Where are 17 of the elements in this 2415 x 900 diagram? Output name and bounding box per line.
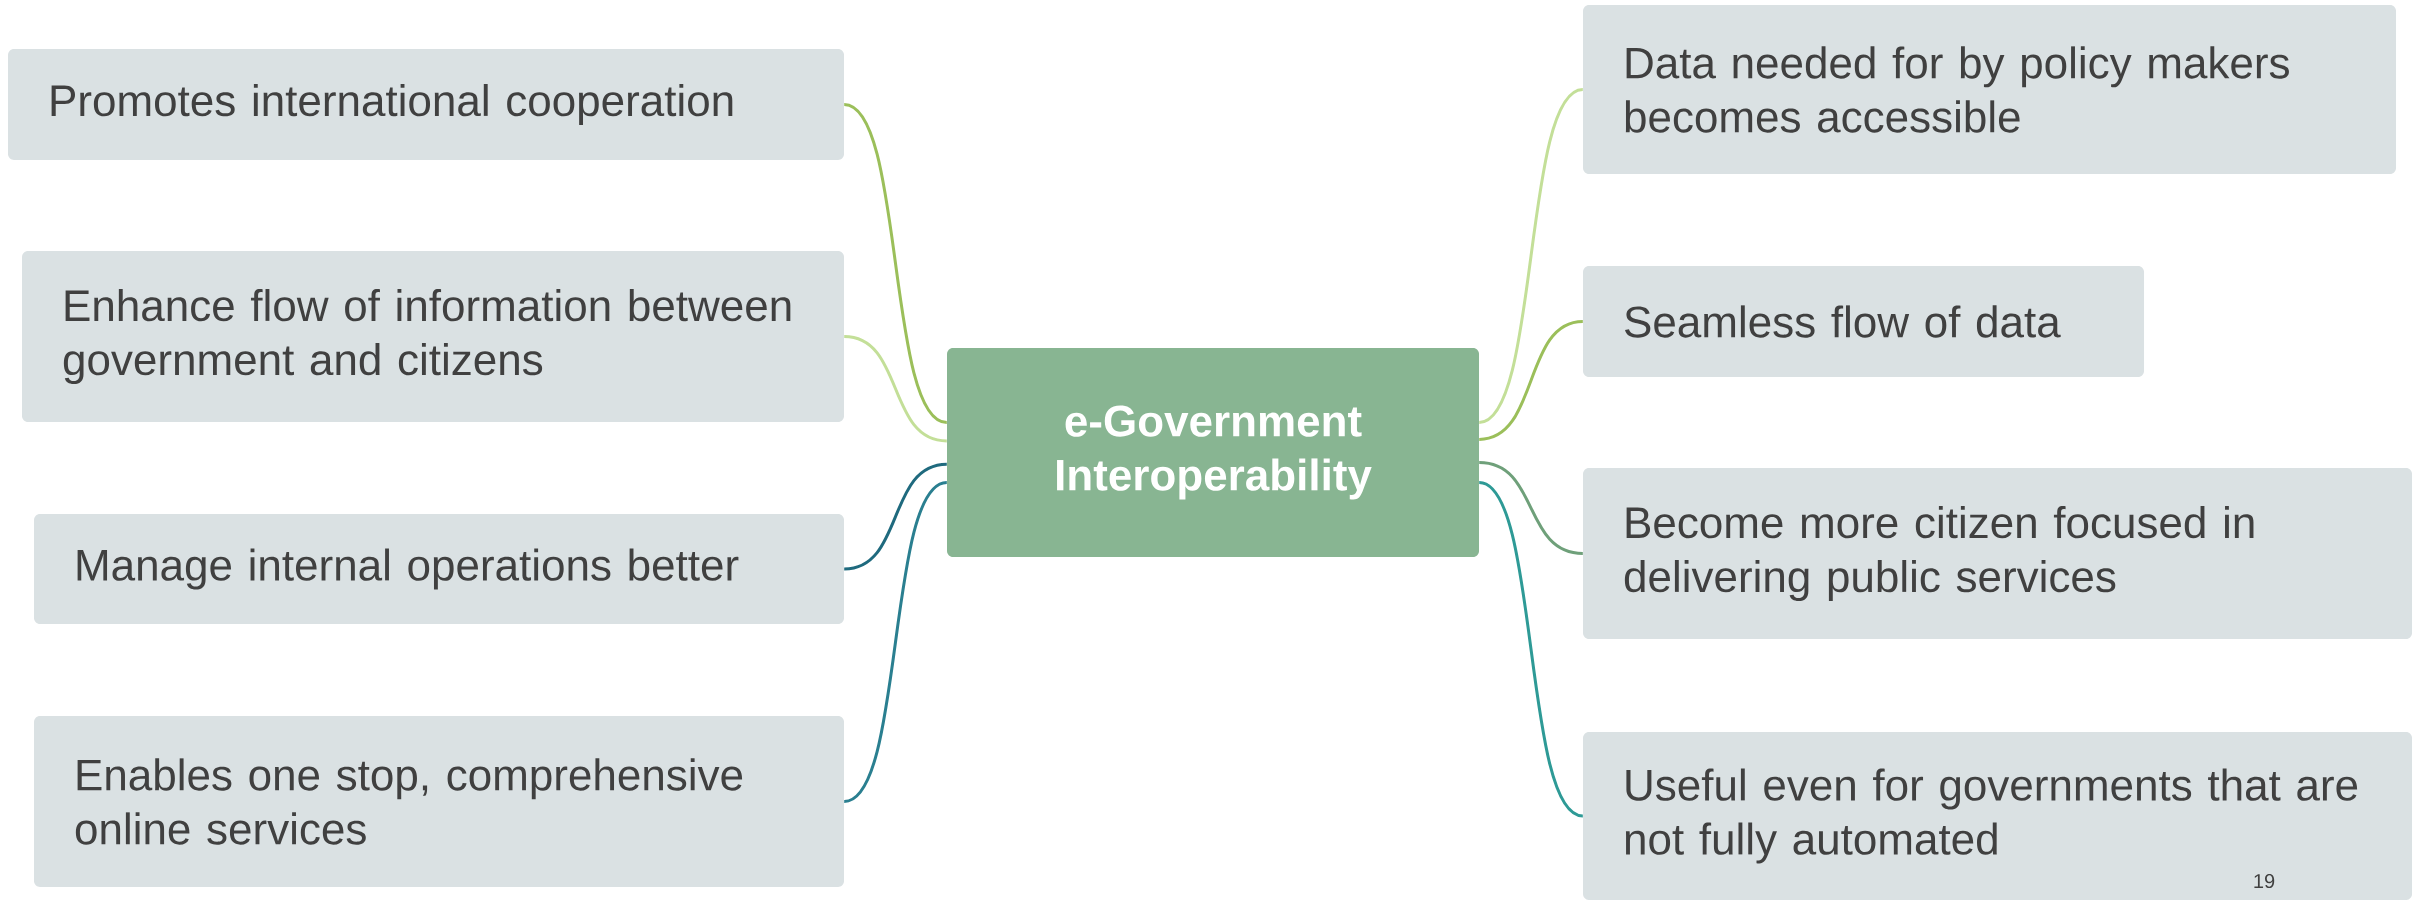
topic-box: Manage internal operations better xyxy=(34,514,844,624)
connector-line xyxy=(844,462,948,571)
topic-box: Enables one stop, comprehensive online services xyxy=(34,716,844,887)
topic-box: Promotes international cooperation xyxy=(8,49,844,160)
connector-line xyxy=(1478,481,1584,818)
topic-box: Seamless flow of data xyxy=(1583,266,2145,377)
connector-line xyxy=(843,103,948,424)
connector-line xyxy=(1478,88,1584,424)
central-topic-box: e-Government Interoperability xyxy=(947,348,1479,557)
connector-line xyxy=(1478,320,1584,441)
topic-box: Data needed for by policy makers becomes accessible xyxy=(1583,5,2397,174)
page-number: 19 xyxy=(2254,873,2275,889)
topic-box: Become more citizen focused in delivering public services xyxy=(1583,468,2413,639)
connector-line xyxy=(1479,461,1583,555)
connector-line xyxy=(844,335,948,443)
connector-line xyxy=(843,481,948,803)
topic-box: Enhance flow of information between government and citizens xyxy=(22,251,844,422)
